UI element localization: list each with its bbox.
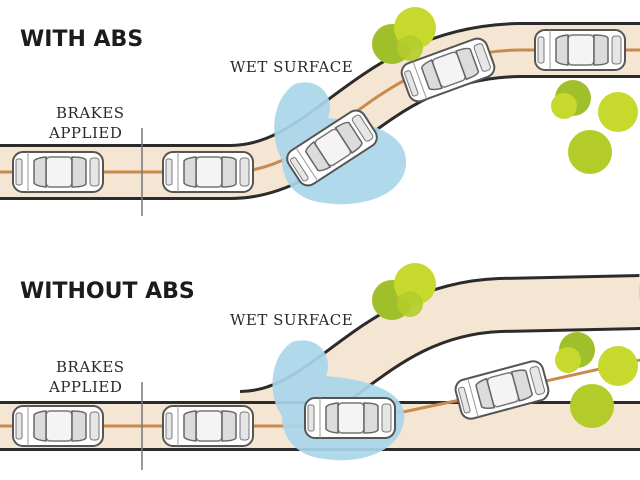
- car-1: [12, 151, 104, 193]
- trees-top: [372, 7, 638, 174]
- car-2: [162, 151, 254, 193]
- car-b1: [12, 405, 104, 447]
- car-5: [534, 29, 626, 71]
- brakes-label-line1: BRAKES: [56, 104, 125, 122]
- brakes-label-line2-bottom: APPLIED: [48, 378, 122, 396]
- brakes-label-line1-bottom: BRAKES: [56, 358, 125, 376]
- brakes-label-line2: APPLIED: [48, 124, 122, 142]
- panel-without-abs: WITHOUT ABS BRAKES APPLIED WET SURFACE: [0, 263, 640, 470]
- panel-title-without-abs: WITHOUT ABS: [20, 279, 195, 304]
- car-b3: [304, 397, 396, 439]
- panel-with-abs: WITH ABS BRAKES APPLIED WET SURFACE: [0, 7, 640, 216]
- panel-title-with-abs: WITH ABS: [20, 27, 143, 52]
- car-b2: [162, 405, 254, 447]
- wet-surface-label: WET SURFACE: [230, 58, 353, 76]
- wet-surface-label-bottom: WET SURFACE: [230, 311, 353, 329]
- trees-bottom: [372, 263, 638, 428]
